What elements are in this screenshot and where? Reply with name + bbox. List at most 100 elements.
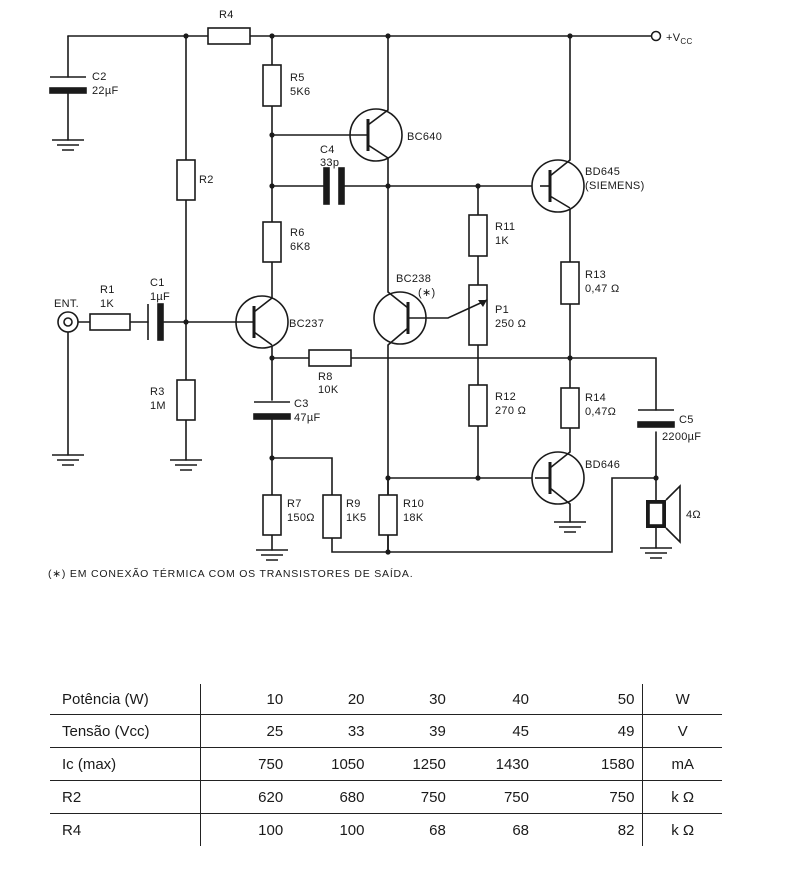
svg-text:1K5: 1K5: [346, 512, 366, 524]
c5-capacitor: [637, 409, 675, 428]
svg-text:R7: R7: [287, 498, 302, 510]
r8-resistor: [308, 349, 352, 367]
c1-capacitor: [147, 303, 164, 341]
row-label: R2: [50, 780, 202, 814]
cell: 20: [291, 684, 373, 715]
cell: 30: [372, 684, 454, 715]
c4-capacitor: [323, 167, 345, 205]
unit-cell: V: [642, 714, 722, 748]
svg-text:R4: R4: [219, 9, 234, 21]
cell: 1580: [537, 747, 644, 781]
r5-resistor: [262, 64, 282, 107]
cell: 33: [291, 714, 373, 748]
cell: 100: [339, 821, 365, 839]
svg-text:R9: R9: [346, 498, 361, 510]
svg-text:R10: R10: [403, 498, 424, 510]
svg-text:270 Ω: 270 Ω: [495, 405, 526, 417]
svg-text:BC237: BC237: [289, 318, 324, 330]
svg-text:5K6: 5K6: [290, 86, 310, 98]
r14-resistor: [560, 387, 580, 429]
component-labels: R4 C2 22µF R2 R5 5K6 BC640 C4 33p R6 6K8…: [54, 9, 701, 524]
thermal-note: (∗) EM CONEXÃO TÉRMICA COM OS TRANSISTOR…: [48, 568, 414, 580]
svg-text:BD646: BD646: [585, 459, 620, 471]
bd646-transistor: [531, 451, 585, 505]
cell: 39: [372, 714, 454, 748]
svg-text:150Ω: 150Ω: [287, 512, 315, 524]
cell: 10: [200, 684, 292, 715]
r7-resistor: [262, 494, 282, 536]
c3-capacitor: [253, 401, 291, 420]
svg-text:R6: R6: [290, 227, 305, 239]
speaker-icon: [646, 484, 681, 544]
svg-text:C2: C2: [92, 71, 107, 83]
vcc-terminal: [650, 30, 662, 42]
svg-text:+VCC: +VCC: [666, 32, 693, 46]
row-label: R4: [50, 813, 202, 846]
cell: 68: [512, 821, 529, 839]
svg-text:33p: 33p: [320, 157, 339, 169]
cell: 40: [453, 684, 537, 715]
bc238-transistor: [373, 291, 427, 346]
table-row: R2 620 680 750 750 750 k Ω: [50, 780, 722, 814]
cell: 68: [429, 821, 446, 839]
svg-text:1M: 1M: [150, 400, 166, 412]
svg-text:6K8: 6K8: [290, 241, 310, 253]
r6-resistor: [262, 221, 282, 263]
cell: 750: [200, 747, 292, 781]
table-row: Potência (W) 10 20 30 40 50 W: [50, 684, 722, 715]
table-row: R4 100 100 68 68 82 k Ω: [50, 813, 722, 846]
cell: 82: [537, 813, 644, 846]
svg-text:BD645: BD645: [585, 166, 620, 178]
svg-text:10K: 10K: [318, 384, 339, 396]
p1-potentiometer: [468, 284, 488, 346]
svg-text:R13: R13: [585, 269, 606, 281]
unit-cell: W: [642, 684, 722, 715]
r9-resistor: [322, 494, 342, 539]
cell: 25: [200, 714, 292, 748]
svg-text:BC640: BC640: [407, 131, 442, 143]
row-label: Ic (max): [50, 747, 202, 781]
cell: 750: [537, 780, 644, 814]
r3-resistor: [176, 379, 196, 421]
input-jack: [57, 311, 79, 333]
svg-text:4Ω: 4Ω: [686, 509, 701, 521]
r10-resistor: [378, 494, 398, 536]
bc640-transistor: [349, 108, 403, 162]
svg-text:R11: R11: [495, 221, 515, 233]
svg-text:22µF: 22µF: [92, 85, 119, 97]
unit-cell: k Ω: [642, 780, 722, 814]
r13-resistor: [560, 261, 580, 305]
svg-text:P1: P1: [495, 304, 509, 316]
svg-text:R8: R8: [318, 371, 333, 383]
svg-text:R12: R12: [495, 391, 516, 403]
r2-resistor: [176, 159, 196, 201]
cell: 750: [372, 780, 454, 814]
cell: 750: [453, 780, 537, 814]
cell: 50: [537, 684, 644, 715]
cell: 1430: [453, 747, 537, 781]
p1-wiper: [426, 299, 488, 319]
svg-text:2200µF: 2200µF: [662, 431, 701, 443]
svg-text:BC238: BC238: [396, 273, 431, 285]
table-row: Tensão (Vcc) 25 33 39 45 49 V: [50, 714, 722, 748]
cell: 49: [537, 714, 644, 748]
svg-text:C3: C3: [294, 398, 309, 410]
c2-capacitor: [49, 76, 87, 94]
r1-resistor: [89, 313, 131, 331]
unit-cell: mA: [642, 747, 722, 781]
ground-symbols: [52, 139, 672, 561]
cell: 680: [291, 780, 373, 814]
row-label: Tensão (Vcc): [50, 714, 202, 748]
svg-text:R5: R5: [290, 72, 305, 84]
svg-text:C4: C4: [320, 144, 335, 156]
svg-text:R14: R14: [585, 392, 606, 404]
amplifier-schematic: +VCC: [49, 9, 701, 561]
svg-text:18K: 18K: [403, 512, 424, 524]
r11-resistor: [468, 214, 488, 257]
unit-cell: k Ω: [671, 821, 695, 839]
svg-text:R3: R3: [150, 386, 165, 398]
svg-text:(SIEMENS): (SIEMENS): [585, 180, 645, 192]
svg-text:250 Ω: 250 Ω: [495, 318, 526, 330]
table-row: Ic (max) 750 1050 1250 1430 1580 mA: [50, 747, 722, 781]
r4-resistor: [207, 27, 251, 45]
